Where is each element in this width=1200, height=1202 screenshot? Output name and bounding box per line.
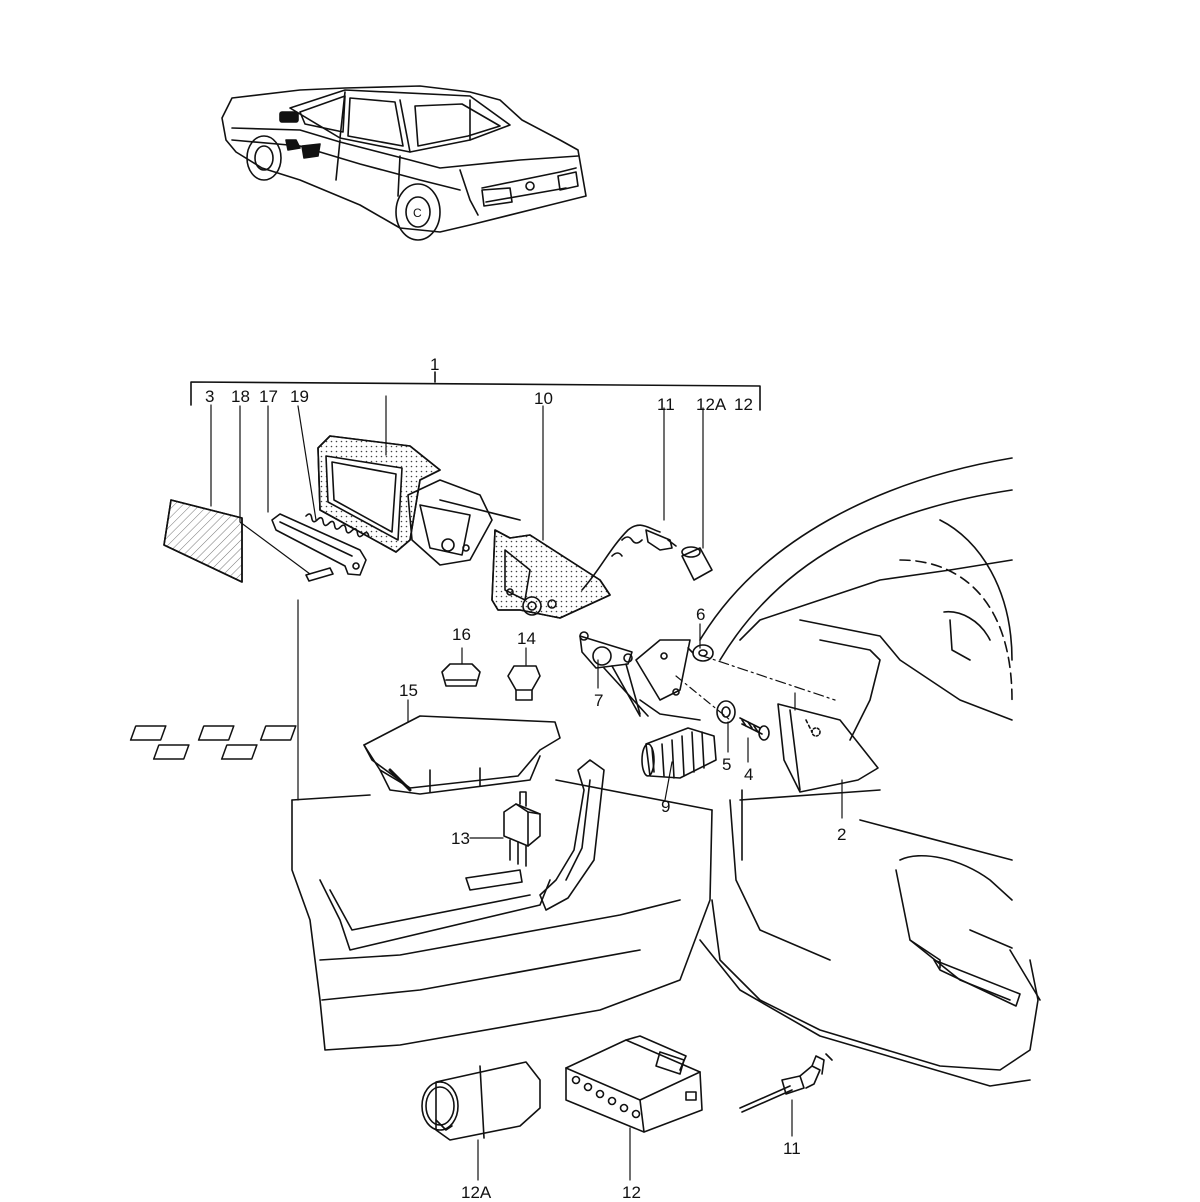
mirror-cable xyxy=(581,524,661,591)
part-15-switch-panel xyxy=(129,715,561,795)
group-bracket xyxy=(190,371,761,411)
part-6-grommet xyxy=(687,644,714,662)
callout-9: 9 xyxy=(661,797,671,816)
callout-16: 16 xyxy=(452,625,471,644)
callout-13: 13 xyxy=(451,829,470,848)
part-13-relay xyxy=(503,791,541,867)
part-3-mirror-glass xyxy=(163,499,243,583)
callout-10: 10 xyxy=(534,389,553,408)
callout-12-bottom: 12 xyxy=(622,1183,641,1202)
part-5-washer xyxy=(716,700,736,724)
callout-1: 1 xyxy=(430,355,440,374)
vehicle-body-interior xyxy=(699,457,1041,1087)
part-19-spring xyxy=(305,513,370,538)
callout-4: 4 xyxy=(744,765,754,784)
callout-11-bottom: 11 xyxy=(783,1139,801,1158)
mirror-housing xyxy=(317,435,521,566)
bottom-leader-lines xyxy=(477,1099,793,1181)
svg-text:C: C xyxy=(413,206,422,220)
callout-12-top: 12 xyxy=(734,395,753,414)
part-2-trim-cover xyxy=(777,703,879,793)
callout-11-top: 11 xyxy=(657,395,675,414)
callout-15: 15 xyxy=(399,681,418,700)
callout-19: 19 xyxy=(290,387,309,406)
part-17-bracket xyxy=(271,513,367,576)
callout-7: 7 xyxy=(594,691,604,710)
part-14-knob xyxy=(507,665,541,701)
callout-14: 14 xyxy=(517,629,536,648)
callout-12a-bottom: 12A xyxy=(461,1183,492,1202)
callout-6: 6 xyxy=(696,605,706,624)
callout-12a-top: 12A xyxy=(696,395,727,414)
callout-2: 2 xyxy=(837,825,847,844)
part-12-connector-bottom xyxy=(565,1035,703,1133)
part-16-cap xyxy=(441,663,481,687)
part-11-terminal-top xyxy=(645,529,677,551)
car-overview: C xyxy=(221,85,587,241)
part-10-base-plate xyxy=(491,529,611,619)
callout-3: 3 xyxy=(205,387,215,406)
callout-17: 17 xyxy=(259,387,278,406)
callout-5: 5 xyxy=(722,755,732,774)
part-12a-sleeve-bottom xyxy=(421,1061,541,1141)
part-11-terminal-bottom xyxy=(739,1053,833,1113)
part-9-boot xyxy=(641,727,717,779)
callout-18: 18 xyxy=(231,387,250,406)
part-4-screw xyxy=(739,717,770,741)
part-12a-sleeve-top xyxy=(681,546,713,581)
leader-lines xyxy=(210,395,843,839)
part-18-pin xyxy=(305,567,334,582)
door-panel xyxy=(291,639,713,1051)
